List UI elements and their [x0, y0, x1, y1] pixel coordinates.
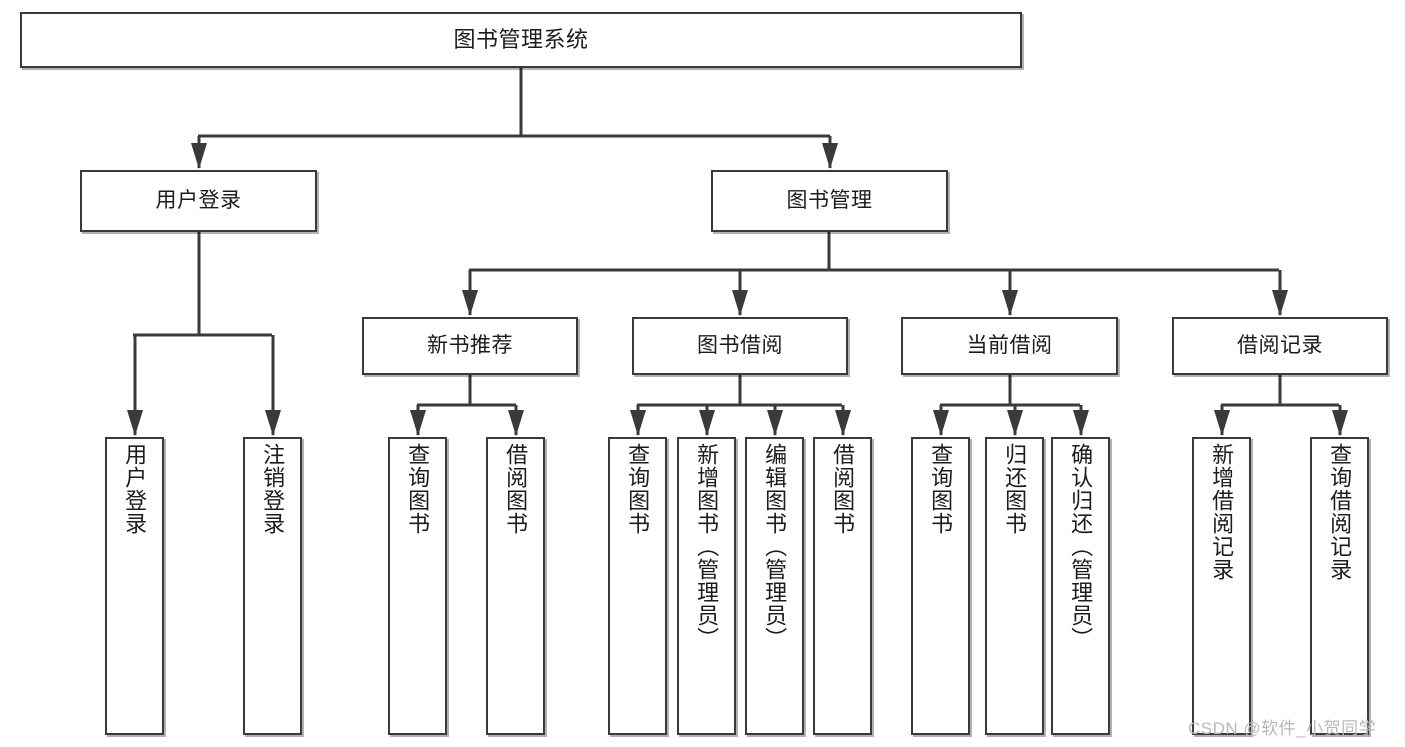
node-label: 用户登录 — [122, 443, 148, 535]
node-leaf-return-book: 归还图书 — [985, 437, 1044, 735]
node-label: 归还图书 — [1002, 443, 1028, 535]
node-label: 查询图书 — [625, 443, 651, 535]
node-label: 编辑图书（管理员） — [762, 443, 788, 650]
node-label: 图书管理 — [786, 188, 873, 212]
node-label: 查询借阅记录 — [1327, 443, 1353, 581]
csdn-watermark: CSDN @软件_小贺同学 — [1188, 719, 1377, 738]
node-label: 借阅图书 — [830, 443, 856, 535]
node-label: 注销登录 — [260, 443, 286, 535]
node-user-login: 用户登录 — [80, 170, 317, 232]
node-leaf-user-login: 用户登录 — [105, 437, 164, 735]
node-label: 借阅记录 — [1237, 333, 1323, 357]
node-label: 图书管理系统 — [453, 27, 589, 53]
node-leaf-query-book-c: 查询图书 — [911, 437, 970, 735]
node-label: 查询图书 — [405, 443, 431, 535]
node-label: 借阅图书 — [503, 443, 529, 535]
node-label: 新书推荐 — [427, 333, 513, 357]
node-leaf-logout: 注销登录 — [243, 437, 302, 735]
node-leaf-add-record: 新增借阅记录 — [1192, 437, 1251, 735]
node-book-manage: 图书管理 — [711, 170, 948, 232]
node-label: 确认归还（管理员） — [1068, 443, 1094, 650]
node-leaf-borrow-book-b: 借阅图书 — [813, 437, 872, 735]
node-book-borrow: 图书借阅 — [632, 317, 848, 375]
node-label: 当前借阅 — [966, 333, 1053, 357]
node-leaf-query-book-rec: 查询图书 — [388, 437, 447, 735]
node-label: 查询图书 — [928, 443, 954, 535]
node-leaf-add-book: 新增图书（管理员） — [677, 437, 736, 735]
node-label: 用户登录 — [155, 188, 242, 212]
node-leaf-edit-book: 编辑图书（管理员） — [745, 437, 804, 735]
node-label: 新增图书（管理员） — [694, 443, 720, 650]
node-leaf-query-book-b: 查询图书 — [608, 437, 667, 735]
node-borrow-record: 借阅记录 — [1172, 317, 1388, 375]
node-leaf-borrow-book-rec: 借阅图书 — [486, 437, 545, 735]
node-label: 新增借阅记录 — [1209, 443, 1235, 581]
node-label: 图书借阅 — [697, 333, 783, 357]
node-leaf-query-record: 查询借阅记录 — [1310, 437, 1369, 735]
node-leaf-confirm-return: 确认归还（管理员） — [1051, 437, 1110, 735]
node-root: 图书管理系统 — [20, 12, 1022, 68]
node-new-book-rec: 新书推荐 — [362, 317, 578, 375]
node-current-borrow: 当前借阅 — [901, 317, 1118, 375]
